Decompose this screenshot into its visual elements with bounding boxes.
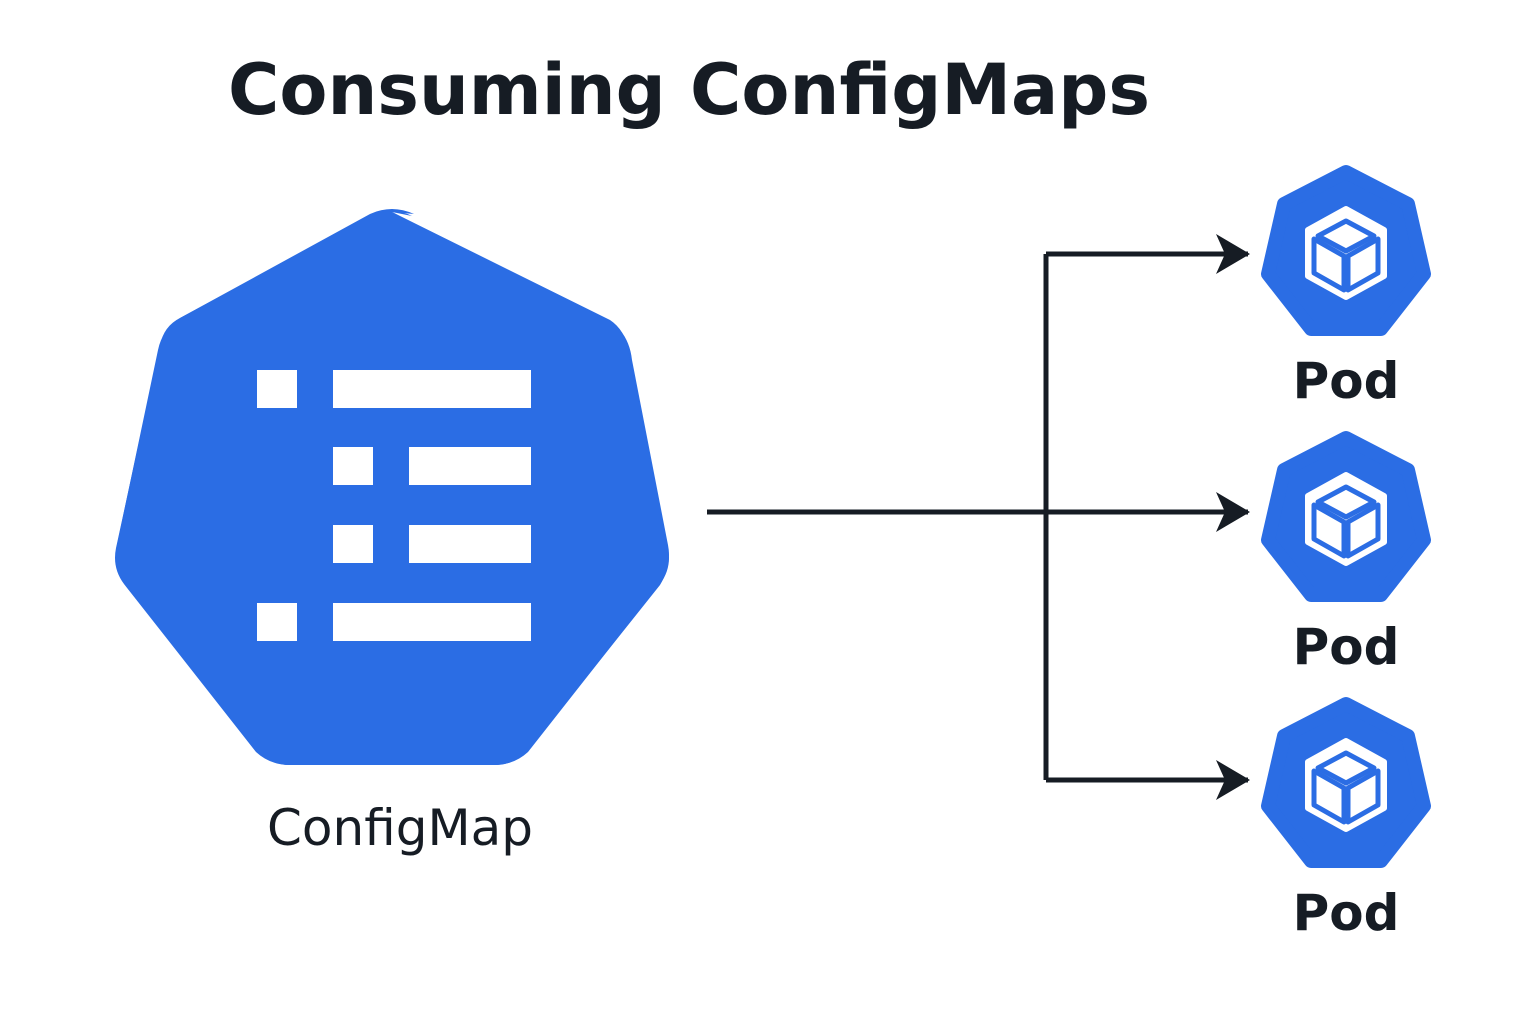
configmap-label: ConfigMap: [267, 799, 533, 857]
pod-node: [1261, 431, 1431, 602]
pod-label: Pod: [1293, 352, 1400, 410]
list-icon: [257, 370, 531, 641]
page-title: Consuming ConfigMaps: [228, 49, 1150, 131]
configmap-icon: [115, 209, 669, 765]
pod-cube-icon: [1261, 697, 1431, 868]
pod-cube-icon: [1261, 431, 1431, 602]
pod-cube-icon: [1261, 165, 1431, 336]
pod-label: Pod: [1293, 618, 1400, 676]
pod-label: Pod: [1293, 884, 1400, 942]
pod-node: [1261, 697, 1431, 868]
pod-node: [1261, 165, 1431, 336]
connectors: [707, 234, 1250, 800]
